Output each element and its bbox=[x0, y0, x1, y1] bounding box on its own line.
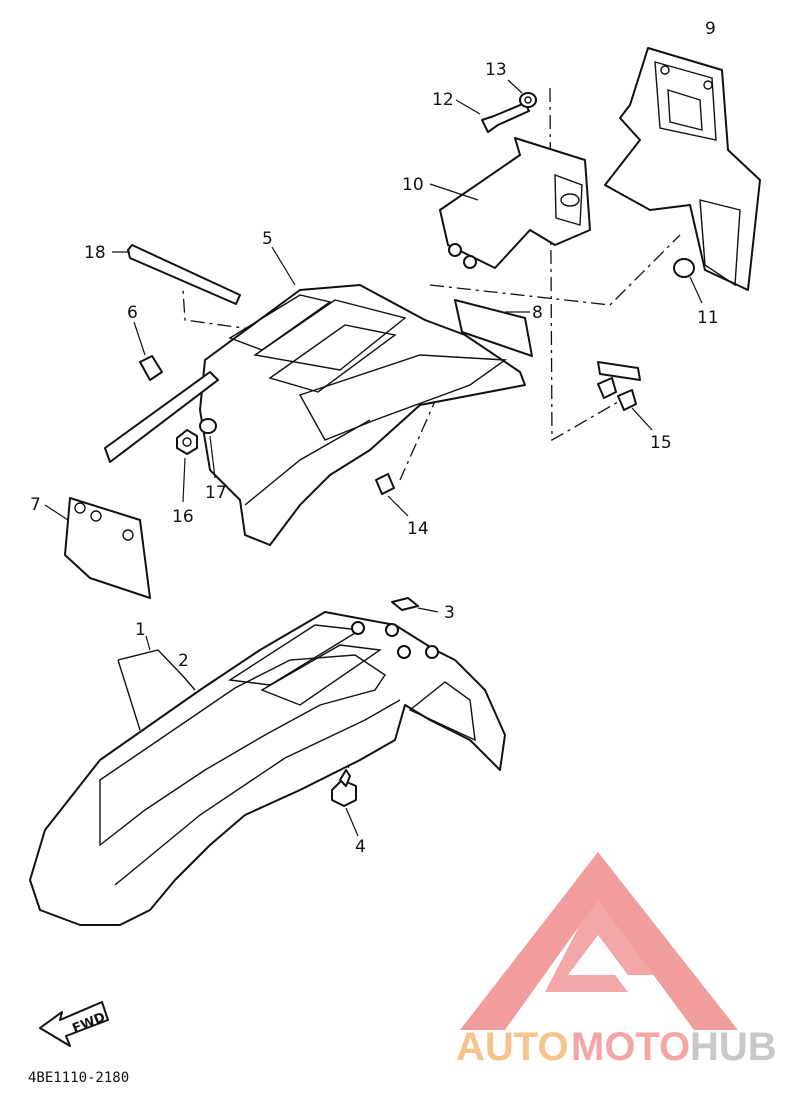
callout-12: 12 bbox=[432, 90, 454, 110]
part-7-plate bbox=[44, 497, 151, 599]
callout-13: 13 bbox=[485, 60, 507, 80]
callout-15: 15 bbox=[650, 433, 672, 453]
part-17-washer bbox=[199, 418, 217, 479]
callout-1: 1 bbox=[135, 620, 146, 640]
part-15-screws bbox=[597, 361, 653, 431]
side-stay bbox=[104, 371, 219, 463]
callout-10: 10 bbox=[402, 175, 424, 195]
part-12-bolt bbox=[455, 99, 530, 133]
callout-5: 5 bbox=[262, 229, 273, 249]
part-6-bolt bbox=[133, 321, 163, 381]
part-18-seal bbox=[112, 244, 241, 305]
callout-9: 9 bbox=[705, 19, 716, 39]
callout-2: 2 bbox=[178, 651, 189, 671]
callout-4: 4 bbox=[355, 837, 366, 857]
part-14-clip bbox=[375, 473, 409, 517]
part-16-nut bbox=[176, 429, 198, 503]
callout-16: 16 bbox=[172, 507, 194, 527]
fwd-arrow-icon: FWD bbox=[39, 1001, 109, 1047]
callout-14: 14 bbox=[407, 519, 429, 539]
watermark-moto: MOTO bbox=[571, 1025, 690, 1069]
part-11-grommet bbox=[673, 258, 703, 304]
callout-18: 18 bbox=[84, 243, 106, 263]
part-3-clip bbox=[391, 597, 439, 613]
callout-numbers: 1 2 3 4 5 6 7 8 9 10 11 12 13 14 15 16 1… bbox=[30, 19, 719, 857]
callout-11: 11 bbox=[697, 308, 719, 328]
callout-8: 8 bbox=[532, 303, 543, 323]
part-1-front-fender bbox=[29, 611, 506, 926]
part-8-reflector bbox=[454, 299, 533, 357]
callout-7: 7 bbox=[30, 495, 41, 515]
part-13-washer bbox=[507, 79, 537, 108]
part-4-bolt bbox=[331, 769, 359, 837]
callout-3: 3 bbox=[444, 603, 455, 623]
part-9-license-bracket bbox=[604, 47, 761, 291]
callout-17: 17 bbox=[205, 483, 227, 503]
callout-6: 6 bbox=[127, 303, 138, 323]
watermark-auto: AUTO bbox=[456, 1025, 569, 1069]
watermark-hub: HUB bbox=[690, 1025, 777, 1069]
part-5-rear-fender bbox=[199, 246, 526, 546]
part-10-tail-bracket bbox=[429, 137, 591, 269]
drawing-code: 4BE1110-2180 bbox=[28, 1070, 129, 1086]
watermark-text: AUTO MOTO HUB bbox=[456, 1025, 777, 1069]
watermark-logo-icon bbox=[460, 852, 738, 1030]
